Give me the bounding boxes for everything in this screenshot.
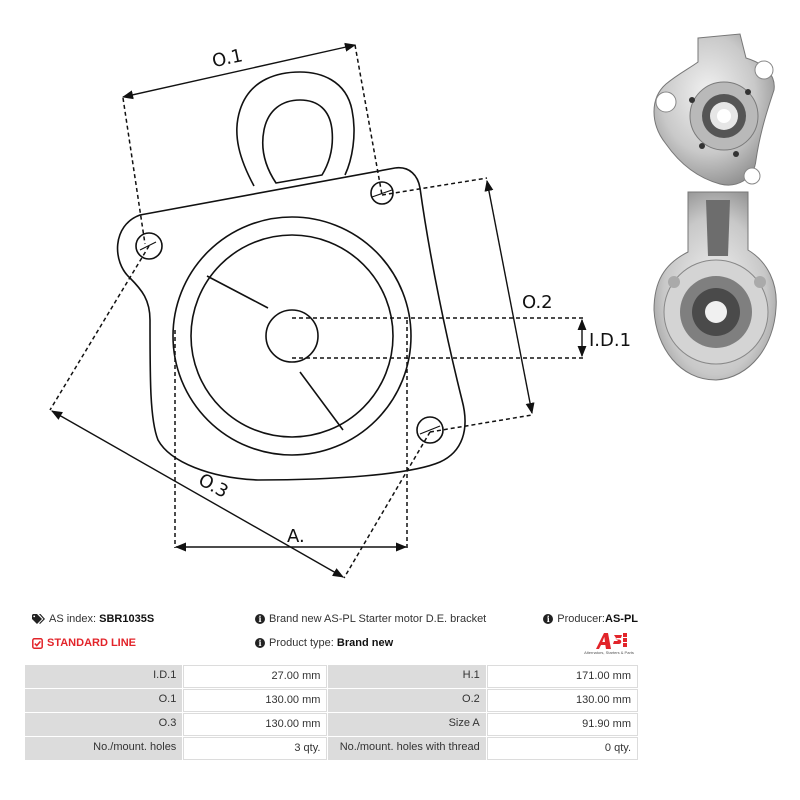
product-type-value: Brand new <box>336 637 394 649</box>
product-type-label: Product type: <box>269 637 334 649</box>
label-o3: O.3 <box>195 469 232 502</box>
spec-value: 130.00 mm <box>183 689 328 712</box>
spec-value: 130.00 mm <box>486 689 638 712</box>
label-a: A. <box>287 526 305 547</box>
outer-ring <box>172 216 412 456</box>
spec-key: O.3 <box>25 713 183 736</box>
mount-hole-top-right <box>370 181 394 205</box>
tags-icon <box>32 614 45 624</box>
spec-key: No./mount. holes <box>25 737 183 760</box>
info-icon: i <box>255 614 265 624</box>
dim-o2 <box>484 179 535 415</box>
table-row: O.1 130.00 mm O.2 130.00 mm <box>25 689 638 712</box>
as-index-value: SBR1035S <box>99 613 155 625</box>
table-row: No./mount. holes 3 qty. No./mount. holes… <box>25 737 638 760</box>
top-lug-inner <box>261 99 334 184</box>
description-text: Brand new AS-PL Starter motor D.E. brack… <box>269 613 487 625</box>
spec-value: 171.00 mm <box>486 665 638 688</box>
info-icon: i <box>255 638 265 648</box>
as-index-label: AS index: <box>49 613 97 625</box>
as-pl-logo <box>596 633 627 649</box>
as-index: AS index: SBR1035S <box>32 613 154 625</box>
producer-label: Producer: <box>557 613 605 625</box>
product-photo-back <box>653 191 777 381</box>
info-icon: i <box>543 614 554 624</box>
dim-o1 <box>121 42 357 100</box>
bracket-outline <box>116 166 466 481</box>
spec-key: Size A <box>328 713 486 736</box>
spec-key: I.D.1 <box>25 665 183 688</box>
spec-value: 0 qty. <box>486 737 638 760</box>
spec-value: 91.90 mm <box>486 713 638 736</box>
inner-ring <box>190 234 394 438</box>
standard-line: STANDARD LINE <box>32 637 136 649</box>
spec-key: O.2 <box>328 689 486 712</box>
top-lug <box>236 71 355 187</box>
spec-key: O.1 <box>25 689 183 712</box>
mount-hole-left <box>135 232 163 260</box>
spec-key: No./mount. holes with thread <box>328 737 486 760</box>
product-description: i Brand new AS-PL Starter motor D.E. bra… <box>255 613 486 625</box>
spec-table: I.D.1 27.00 mm H.1 171.00 mm O.1 130.00 … <box>24 664 639 761</box>
logo-tagline: Alternators, Starters & Parts <box>584 650 634 655</box>
dim-o3 <box>51 410 344 578</box>
label-o2: O.2 <box>522 292 553 313</box>
standard-line-label: STANDARD LINE <box>47 637 137 649</box>
product-photo-front <box>653 33 775 186</box>
spec-value: 3 qty. <box>183 737 328 760</box>
wedge-cutout <box>206 275 344 431</box>
check-square-icon <box>32 637 43 649</box>
technical-drawing: O.1 O.2 O.3 A. I.D.1 <box>49 42 631 579</box>
label-o1: O.1 <box>210 45 244 72</box>
table-row: I.D.1 27.00 mm H.1 171.00 mm <box>25 665 638 688</box>
product-type: i Product type: Brand new <box>255 637 393 649</box>
label-id1: I.D.1 <box>589 330 631 351</box>
producer: i Producer:AS-PL <box>543 613 638 625</box>
table-row: O.3 130.00 mm Size A 91.90 mm <box>25 713 638 736</box>
center-hole <box>265 309 319 363</box>
mount-hole-bottom-right <box>416 416 444 444</box>
producer-value: AS-PL <box>605 613 638 625</box>
spec-key: H.1 <box>328 665 486 688</box>
spec-value: 27.00 mm <box>183 665 328 688</box>
spec-value: 130.00 mm <box>183 713 328 736</box>
